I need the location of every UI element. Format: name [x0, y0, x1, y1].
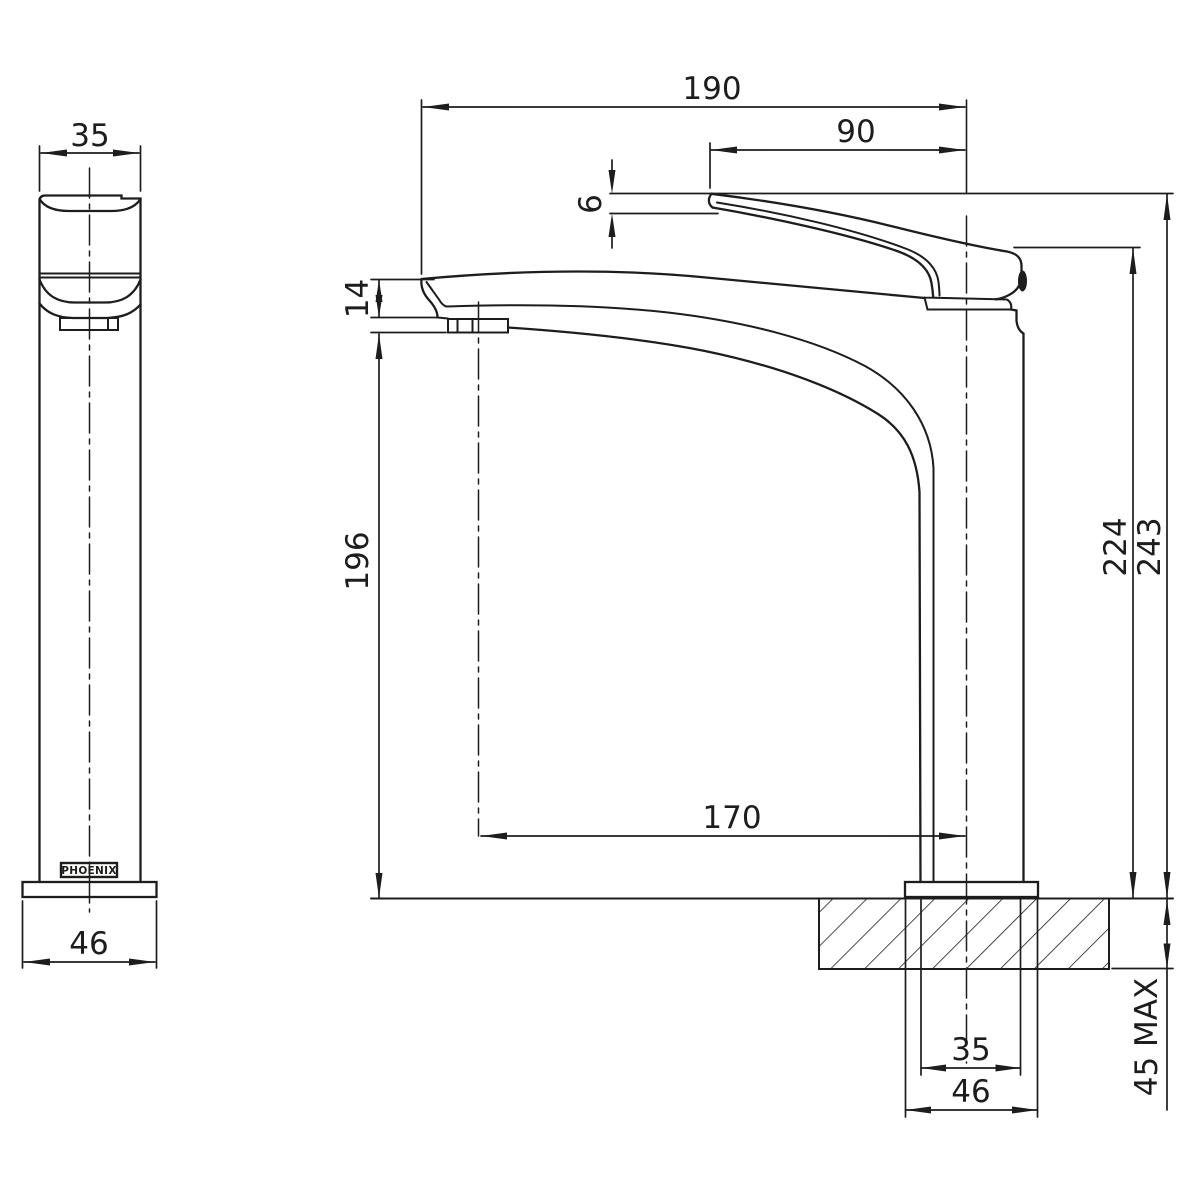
front-view — [21, 167, 158, 913]
dim-spout-height — [370, 331, 447, 899]
dim-label-height-to-body-top: 224 — [1098, 517, 1134, 576]
countertop-slab — [818, 897, 1110, 970]
dim-reach-overall — [420, 99, 966, 275]
side-view — [370, 99, 1174, 1118]
side-handle-pin — [1018, 270, 1027, 292]
dim-label-bench-thickness-max: 45 MAX — [1129, 978, 1165, 1097]
dim-label-base-plate-width: 46 — [951, 1074, 990, 1110]
dim-overall-height — [1163, 193, 1171, 899]
side-collar — [923, 296, 1013, 311]
dim-front-top-width — [38, 145, 142, 192]
side-base-plate — [903, 880, 1040, 899]
side-body-outer-edge — [506, 326, 922, 884]
dim-label-shank-width: 35 — [951, 1032, 990, 1068]
side-handle-underside — [711, 206, 935, 299]
dim-height-to-body-top — [1013, 246, 1141, 899]
dim-label-front-base-width: 46 — [69, 926, 108, 962]
front-handle-cap-arc — [38, 197, 142, 213]
dim-label-front-top-width: 35 — [70, 118, 109, 154]
dim-spout-tip-height — [370, 278, 438, 319]
side-handle-tip-face — [707, 192, 714, 209]
side-body-right-edge — [1009, 308, 1025, 884]
dim-label-reach-overall: 190 — [682, 71, 741, 107]
dim-label-overall-height: 243 — [1132, 517, 1168, 576]
side-spout-underside-tip — [436, 316, 449, 320]
dim-bench-thickness-max — [1111, 898, 1174, 1111]
side-handle-top-edge — [710, 192, 1023, 301]
dim-label-handle-reach: 90 — [836, 114, 875, 150]
dim-label-reach-to-center: 170 — [702, 800, 761, 836]
dim-front-base-width — [21, 900, 158, 969]
side-body-inner-highlight — [446, 304, 935, 883]
dim-handle-reach — [709, 142, 966, 189]
dim-base-plate-width — [904, 1106, 1039, 1114]
dimensions — [21, 99, 1174, 1114]
brand-logo-label: PHOENIX — [61, 865, 116, 877]
dim-label-spout-tip-height: 14 — [340, 279, 376, 318]
dim-label-handle-tip-thickness: 6 — [573, 194, 609, 214]
side-spout-top-edge — [420, 270, 926, 300]
dim-handle-tip-thickness — [608, 159, 1174, 249]
side-spout-tip-inner — [425, 281, 448, 308]
side-handle-inner-highlight — [716, 201, 941, 297]
dim-shank-width — [920, 1064, 1022, 1072]
dim-label-spout-height: 196 — [340, 531, 376, 590]
dim-reach-to-center — [480, 832, 966, 840]
side-spout-tip-face — [420, 277, 439, 318]
